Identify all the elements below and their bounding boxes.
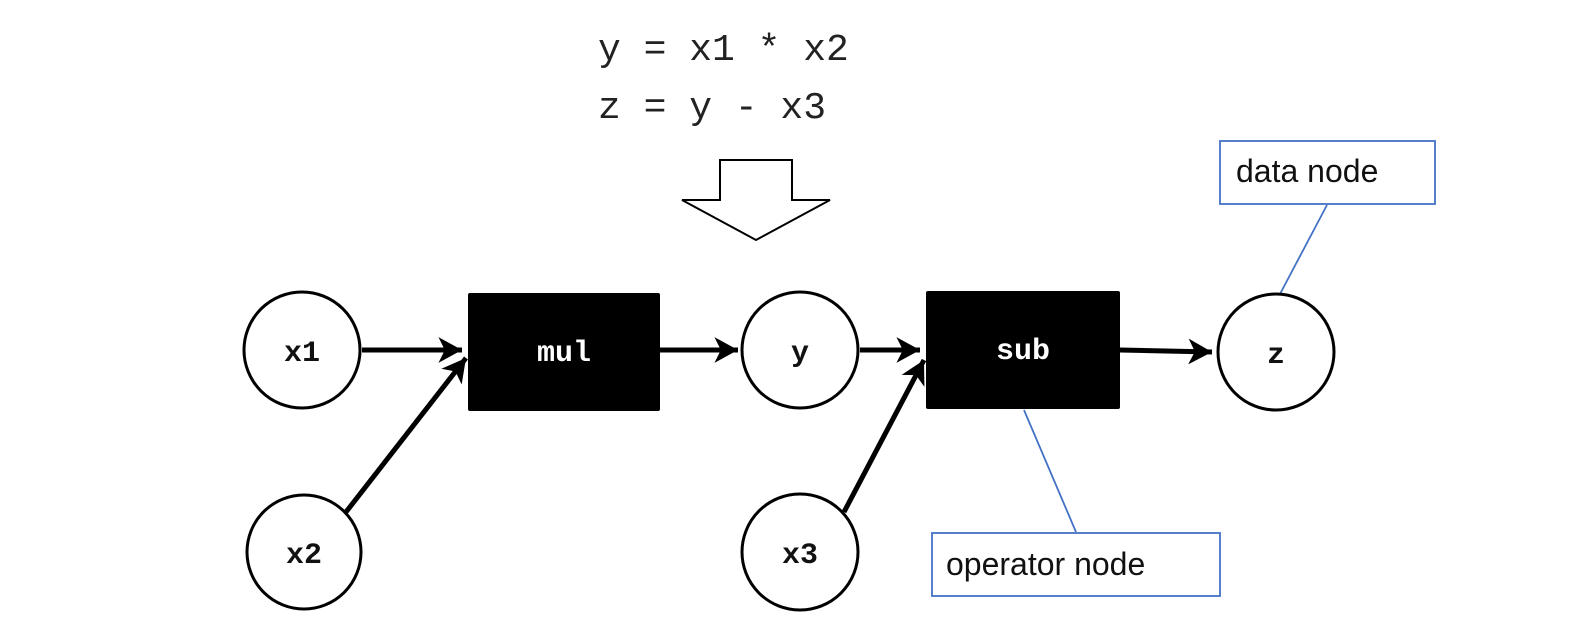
node-label-x2: x2 [286, 539, 322, 573]
edge-x2-mul [344, 356, 468, 514]
code-line-1: y = x1 * x2 [598, 29, 849, 72]
operator-node-mul: mul [468, 293, 660, 411]
edge-sub-z [1119, 338, 1213, 365]
callout-operator-node: operator node [931, 532, 1221, 597]
edge-x3-sub [841, 358, 927, 514]
operator-node-sub: sub [926, 291, 1120, 409]
node-label-mul: mul [537, 337, 591, 371]
data-node-x2: x2 [245, 493, 363, 611]
node-label-x3: x3 [782, 539, 818, 573]
node-label-z: z [1267, 339, 1285, 373]
data-node-x1: x1 [242, 290, 362, 410]
down-arrow-icon [681, 159, 831, 242]
callout-operator-node-label: operator node [946, 546, 1145, 582]
data-node-x3: x3 [740, 492, 860, 612]
edges [344, 337, 1213, 514]
callout-line-data-node [1279, 204, 1328, 295]
node-label-sub: sub [996, 335, 1050, 369]
code-line-2: z = y - x3 [598, 87, 826, 130]
data-node-z: z [1216, 292, 1336, 412]
callout-data-node: data node [1219, 140, 1436, 205]
callout-data-node-label: data node [1236, 153, 1378, 189]
node-label-y: y [791, 337, 809, 371]
callout-line-operator-node [1023, 409, 1077, 533]
node-label-x1: x1 [284, 337, 320, 371]
data-node-y: y [740, 290, 860, 410]
